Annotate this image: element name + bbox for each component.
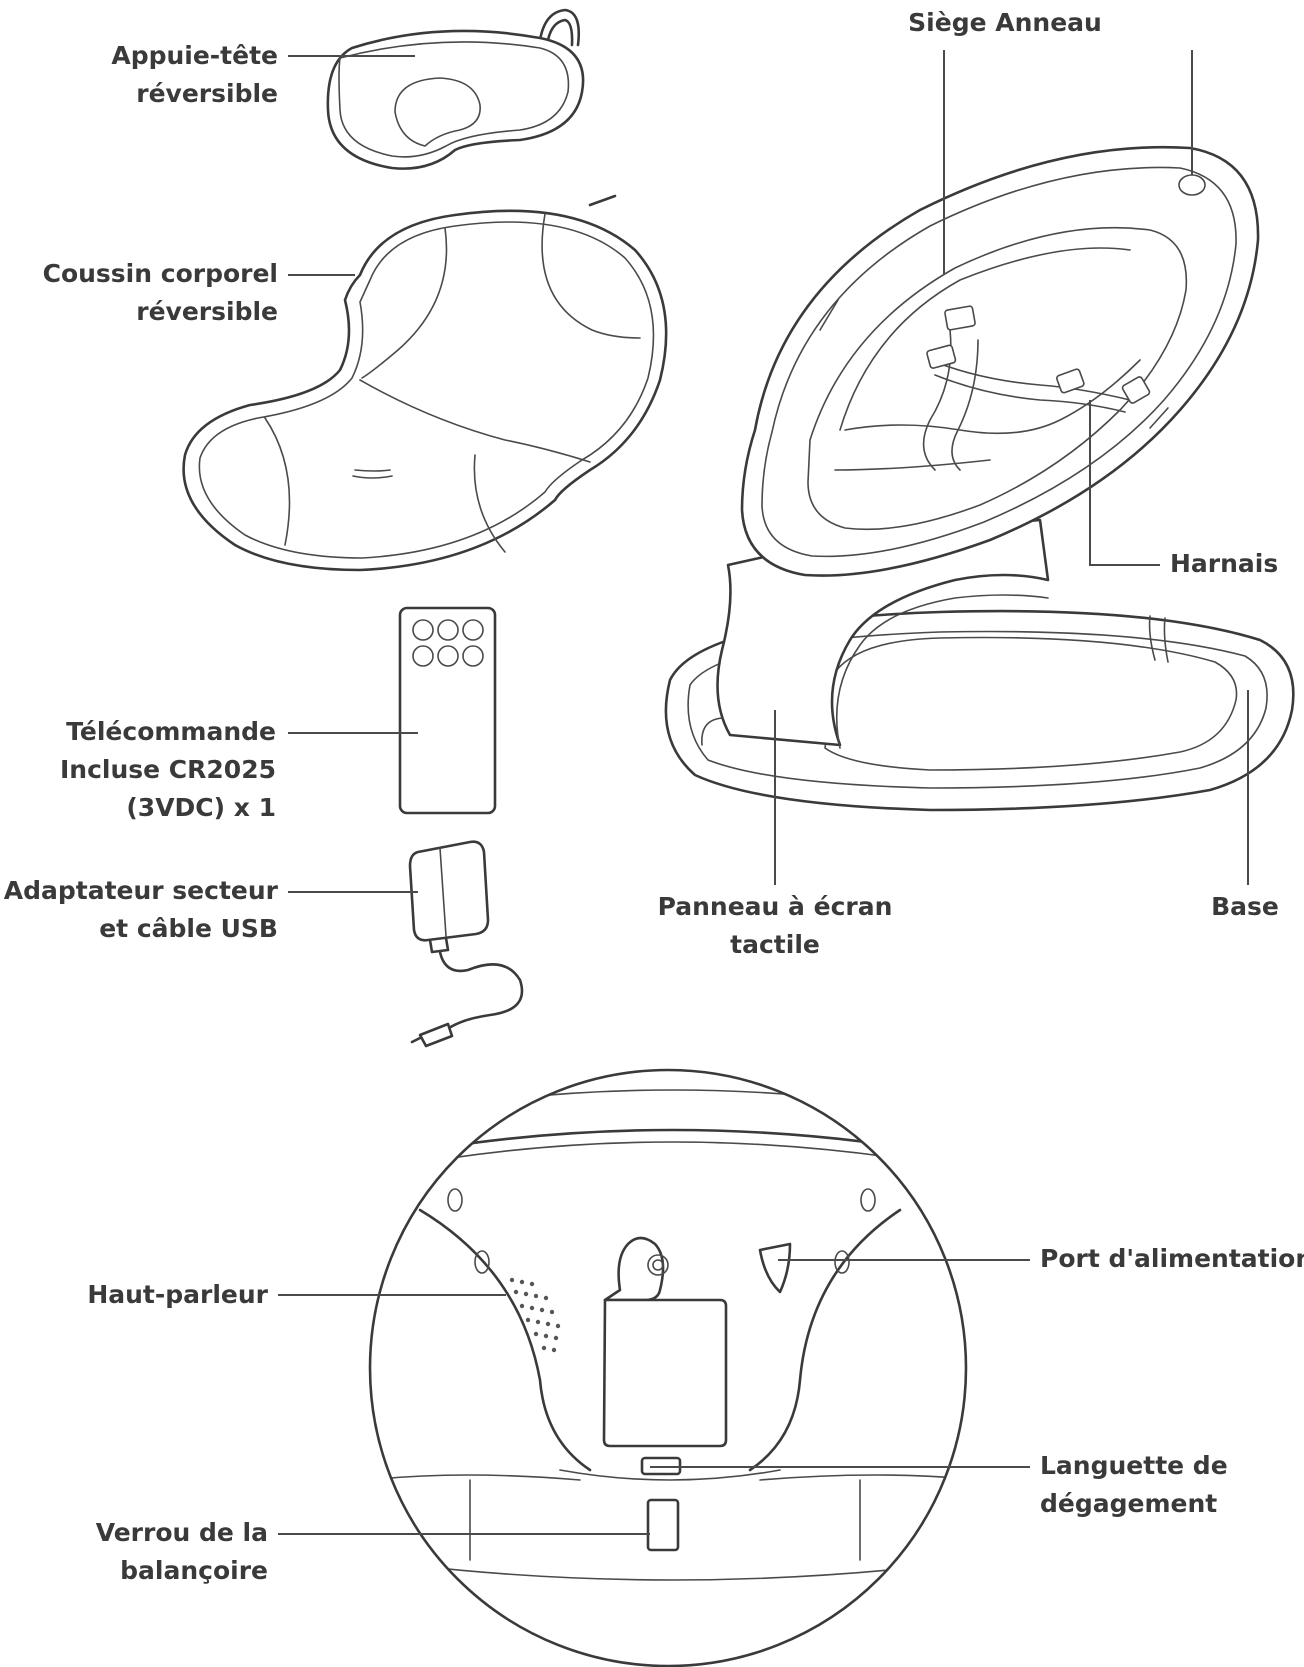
label-languette: Languette de dégagement (1040, 1451, 1228, 1518)
remote-drawing (398, 606, 497, 815)
leader-lines (278, 50, 1249, 1535)
label-adaptateur: Adaptateur secteur et câble USB (3, 876, 278, 943)
label-port-alimentation: Port d'alimentation (1040, 1244, 1304, 1273)
label-panneau: Panneau à écran tactile (657, 892, 893, 959)
label-haut-parleur: Haut-parleur (87, 1280, 268, 1309)
label-coussin-corporel: Coussin corporel réversible (42, 259, 278, 326)
adapter-drawing (408, 840, 524, 1048)
detail-circle-drawing (368, 1068, 968, 1667)
label-harnais: Harnais (1170, 549, 1279, 578)
label-verrou: Verrou de la balançoire (95, 1518, 268, 1585)
label-telecommande: Télécommande Incluse CR2025 (3VDC) x 1 (59, 717, 276, 822)
body-cushion-drawing (182, 194, 668, 572)
label-appuie-tete: Appuie-tête réversible (111, 41, 278, 108)
label-siege-anneau: Siège Anneau (908, 8, 1102, 37)
label-base: Base (1211, 892, 1279, 921)
speaker-grille-drawing (509, 1277, 561, 1353)
leader-harnais (1089, 400, 1160, 566)
swing-drawing (664, 145, 1295, 812)
headrest-drawing (326, 8, 585, 170)
